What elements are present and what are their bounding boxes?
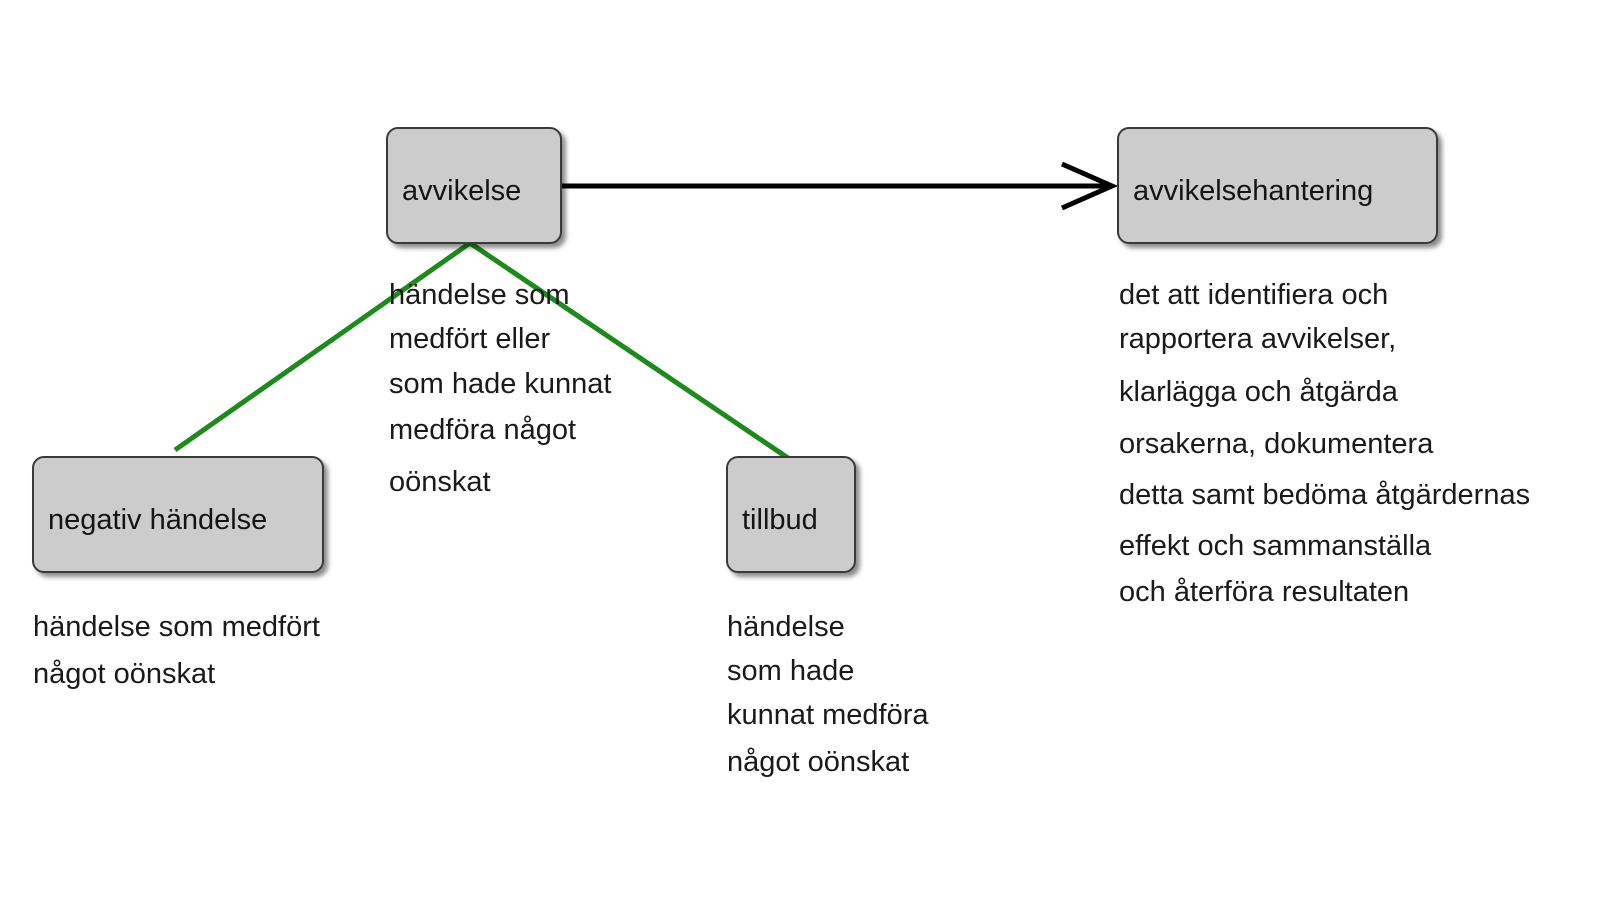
description-line: något oönskat: [33, 658, 216, 690]
node-avvikelse: avvikelse: [386, 127, 562, 244]
arrowhead-icon: [1060, 161, 1119, 211]
node-negativ-handelse-label: negativ händelse: [48, 504, 268, 536]
description-line: händelse: [727, 611, 845, 643]
description-line: och återföra resultaten: [1119, 576, 1410, 608]
node-avvikelsehantering: avvikelsehantering: [1117, 127, 1438, 244]
node-avvikelsehantering-description: det att identifiera och rapportera avvik…: [1119, 279, 1589, 619]
generalization-line-negativ-handelse: [173, 240, 472, 453]
description-line: det att identifiera och: [1119, 279, 1389, 311]
description-line: medföra något: [389, 414, 577, 446]
description-line: detta samt bedöma åtgärdernas: [1119, 479, 1531, 511]
node-avvikelse-label: avvikelse: [402, 175, 522, 207]
description-line: kunnat medföra: [727, 699, 929, 731]
node-negativ-handelse: negativ händelse: [32, 456, 324, 573]
description-line: rapportera avvikelser,: [1119, 323, 1397, 355]
node-tillbud: tillbud: [726, 456, 856, 573]
description-line: medfört eller: [389, 323, 551, 355]
description-line: klarlägga och åtgärda: [1119, 376, 1398, 408]
description-line: som hade kunnat: [389, 368, 612, 400]
description-line: något oönskat: [727, 746, 910, 778]
description-line: som hade: [727, 655, 855, 687]
node-tillbud-description: händelse som hade kunnat medföra något o…: [727, 611, 977, 791]
description-line: händelse som: [389, 279, 570, 311]
generalization-line-tillbud: [468, 240, 790, 461]
node-avvikelsehantering-label: avvikelsehantering: [1133, 175, 1374, 207]
node-tillbud-label: tillbud: [742, 504, 818, 536]
description-line: händelse som medfört: [33, 611, 320, 643]
description-line: effekt och sammanställa: [1119, 530, 1432, 562]
node-negativ-handelse-description: händelse som medfört något oönskat: [33, 611, 393, 701]
description-line: orsakerna, dokumentera: [1119, 428, 1434, 460]
description-line: oönskat: [389, 466, 491, 498]
node-avvikelse-description: händelse som medfört eller som hade kunn…: [389, 279, 659, 509]
